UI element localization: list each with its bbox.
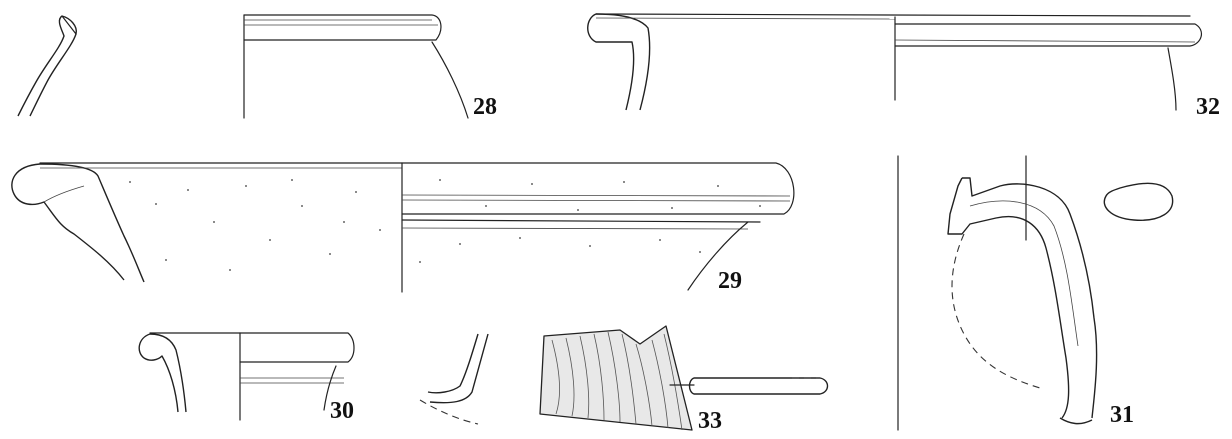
sherd-28-drawing [17, 14, 469, 119]
sherd-31-drawing [897, 155, 1174, 431]
sherd-29-number: 29 [718, 268, 742, 294]
sherd-31-number: 31 [1110, 402, 1134, 428]
sherd-32-drawing [587, 13, 1203, 111]
sherd-30-drawing [138, 332, 355, 421]
fabric-speckles [129, 179, 761, 271]
sherd-28-number: 28 [473, 94, 497, 120]
base-fragment-drawing [419, 333, 489, 425]
sherd-33-number: 33 [698, 408, 722, 434]
sherd-30-number: 30 [330, 398, 354, 424]
sherd-33-drawing [539, 325, 829, 431]
sherd-29-drawing [11, 162, 795, 293]
sherd-32-number: 32 [1196, 94, 1220, 120]
